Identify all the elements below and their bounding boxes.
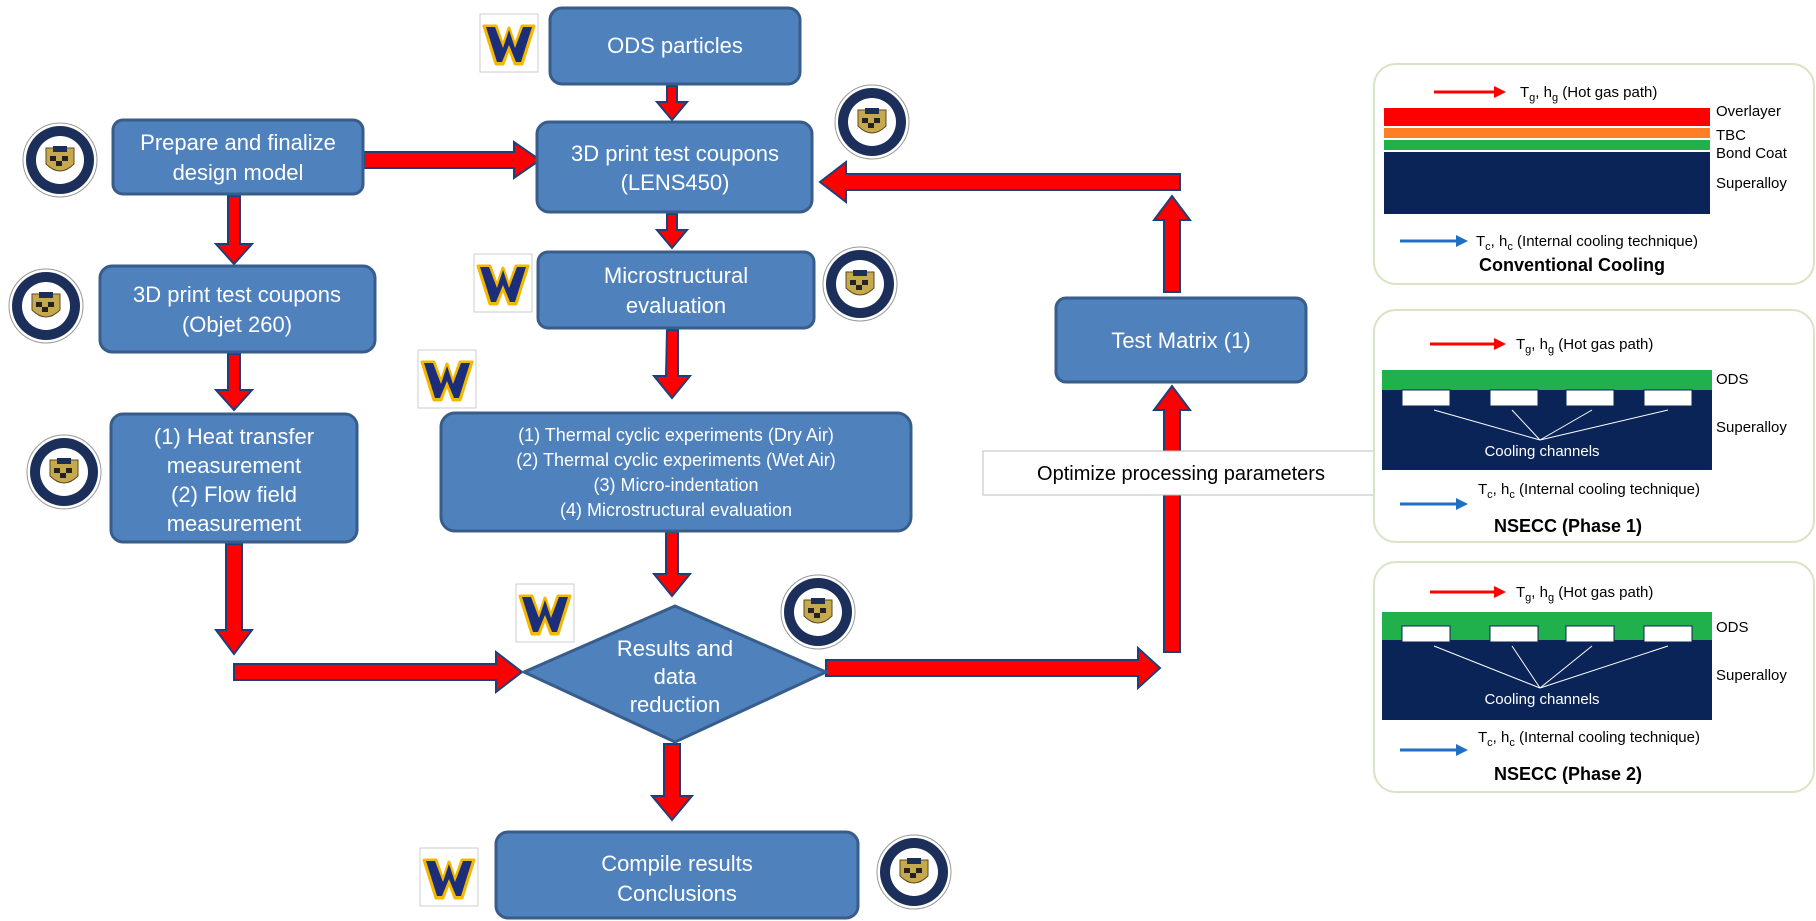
print-objet-label-2: (Objet 260) (182, 312, 292, 337)
arrow-results-to-compile (649, 743, 695, 822)
pitt-logo-icon (876, 834, 952, 910)
cooling-channels-label: Cooling channels (1484, 443, 1599, 460)
wvu-logo-icon (514, 582, 576, 644)
arrow-test-matrix-up (1152, 194, 1192, 293)
print-lens-label-2: (LENS450) (621, 170, 730, 195)
thermal-label-2: (2) Thermal cyclic experiments (Wet Air) (516, 450, 835, 470)
compile-label-2: Conclusions (617, 881, 737, 906)
superalloy-label: Superalloy (1716, 175, 1787, 192)
conv-hot-gas-label: Tg, hg (Hot gas path) (1520, 84, 1657, 104)
arrow-thermal-to-results (651, 531, 693, 598)
node-ods-particles: ODS particles (548, 6, 802, 86)
arrow-results-to-right (825, 645, 1162, 691)
node-print-objet: 3D print test coupons (Objet 260) (98, 264, 377, 354)
ods-particles-label: ODS particles (607, 33, 743, 58)
pitt-logo-icon (822, 246, 898, 322)
node-thermal-experiments: (1) Thermal cyclic experiments (Dry Air)… (439, 411, 913, 533)
arrow-prepare-to-lens (363, 140, 542, 180)
heat-label-1: (1) Heat transfer (154, 424, 314, 449)
prepare-label-2: design model (173, 160, 304, 185)
arrow-heat-down (214, 543, 254, 656)
heat-label-2: measurement (167, 453, 302, 478)
ods-label: ODS (1716, 371, 1749, 388)
results-label-2: data (654, 664, 698, 689)
phase1-title: NSECC (Phase 1) (1494, 516, 1642, 536)
arrow-objet-to-heat (213, 353, 255, 412)
bond-coat-layer (1384, 140, 1710, 150)
cooling-channel (1565, 389, 1615, 407)
cooling-channel (1489, 625, 1539, 643)
superalloy-layer (1382, 640, 1712, 720)
p2-cooling-label: Tc, hc (Internal cooling technique) (1478, 729, 1700, 749)
arrow-lens-to-micro (654, 213, 690, 250)
phase2-title: NSECC (Phase 2) (1494, 764, 1642, 784)
pitt-logo-icon (780, 574, 856, 650)
node-prepare-design: Prepare and finalize design model (111, 118, 365, 196)
print-lens-label-1: 3D print test coupons (571, 141, 779, 166)
wvu-logo-icon (478, 12, 540, 74)
results-label-3: reduction (630, 692, 721, 717)
tbc-label: TBC (1716, 127, 1746, 144)
p1-cooling-label: Tc, hc (Internal cooling technique) (1478, 481, 1700, 501)
pitt-logo-icon (22, 122, 98, 198)
panel-conventional-cooling: Tg, hg (Hot gas path) Overlayer TBC Bond… (1373, 63, 1815, 285)
heat-label-4: measurement (167, 511, 302, 536)
micro-eval-label-2: evaluation (626, 293, 726, 318)
panel-nsecc-phase2: Tg, hg (Hot gas path) Cooling channels O… (1373, 561, 1815, 793)
heat-label-3: (2) Flow field (171, 482, 297, 507)
optimize-label-box: Optimize processing parameters (982, 450, 1380, 496)
overlayer-label: Overlayer (1716, 103, 1781, 120)
cooling-channel (1401, 625, 1451, 643)
cooling-channel (1643, 389, 1693, 407)
p1-hot-gas-label: Tg, hg (Hot gas path) (1516, 336, 1653, 356)
conv-cooling-label: Tc, hc (Internal cooling technique) (1476, 233, 1698, 253)
cooling-channel (1401, 389, 1451, 407)
micro-eval-label-1: Microstructural (604, 263, 748, 288)
p2-hot-gas-label: Tg, hg (Hot gas path) (1516, 584, 1653, 604)
node-results-diamond: Results and data reduction (520, 604, 830, 744)
wvu-logo-icon (472, 252, 534, 314)
node-micro-eval: Microstructural evaluation (536, 250, 816, 330)
node-heat-transfer: (1) Heat transfer measurement (2) Flow f… (109, 412, 359, 544)
arrow-back-to-lens (818, 159, 1181, 205)
superalloy-label: Superalloy (1716, 419, 1787, 436)
arrow-heat-to-results (233, 649, 524, 695)
ods-layer (1382, 370, 1712, 390)
overlayer-layer (1384, 108, 1710, 126)
prepare-label-1: Prepare and finalize (140, 130, 336, 155)
cooling-channel (1489, 389, 1539, 407)
ods-label: ODS (1716, 619, 1749, 636)
test-matrix-label: Test Matrix (1) (1111, 328, 1250, 353)
wvu-logo-icon (416, 348, 478, 410)
cooling-channels-label: Cooling channels (1484, 691, 1599, 708)
conventional-title: Conventional Cooling (1479, 255, 1665, 275)
wvu-logo-icon (418, 846, 480, 908)
panel-nsecc-phase1: Tg, hg (Hot gas path) Cooling channels O… (1373, 309, 1815, 543)
results-label-1: Results and (617, 636, 733, 661)
pitt-logo-icon (26, 434, 102, 510)
arrow-prepare-to-objet (213, 195, 255, 266)
cooling-channel (1643, 625, 1693, 643)
arrow-micro-to-thermal (651, 329, 693, 400)
pitt-logo-icon (8, 268, 84, 344)
superalloy-label: Superalloy (1716, 667, 1787, 684)
superalloy-layer (1384, 152, 1710, 214)
bond-coat-label: Bond Coat (1716, 145, 1788, 162)
optimize-label: Optimize processing parameters (1037, 463, 1325, 485)
compile-label-1: Compile results (601, 851, 753, 876)
thermal-label-3: (3) Micro-indentation (593, 475, 758, 495)
node-test-matrix: Test Matrix (1) (1054, 296, 1308, 384)
arrow-ods-to-lens (654, 85, 690, 122)
tbc-layer (1384, 128, 1710, 138)
arrow-up-to-test-matrix (1152, 384, 1192, 653)
thermal-label-1: (1) Thermal cyclic experiments (Dry Air) (518, 425, 834, 445)
thermal-label-4: (4) Microstructural evaluation (560, 500, 792, 520)
cooling-channel (1565, 625, 1615, 643)
pitt-logo-icon (834, 84, 910, 160)
print-objet-label-1: 3D print test coupons (133, 282, 341, 307)
node-print-lens: 3D print test coupons (LENS450) (535, 120, 814, 214)
node-compile-results: Compile results Conclusions (494, 830, 860, 920)
